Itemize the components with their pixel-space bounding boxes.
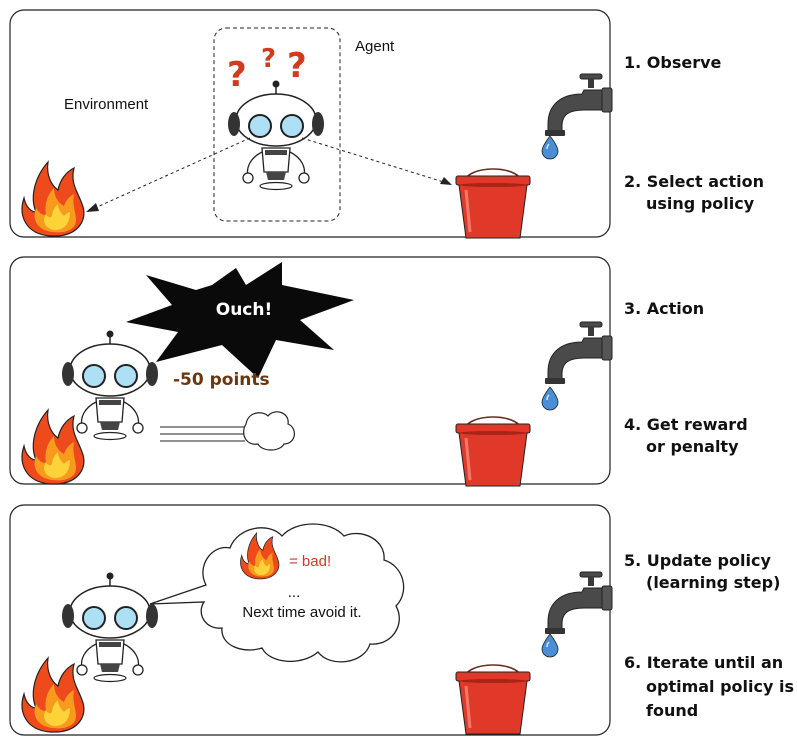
agent-boundary xyxy=(213,27,341,222)
panel-observe: Environment Agent ? ? ? xyxy=(9,9,613,240)
ouch-burst xyxy=(126,262,354,378)
panel-action: Ouch! -50 points xyxy=(9,256,613,488)
bucket-icon xyxy=(454,415,532,488)
step-6-end: found xyxy=(646,701,698,720)
bubble-bad-text: = bad! xyxy=(289,553,331,570)
question-mark: ? xyxy=(261,44,276,74)
bubble-next-text: Next time avoid it. xyxy=(242,604,361,621)
ouch-label: Ouch! xyxy=(216,300,273,320)
step-5-cont: (learning step) xyxy=(646,573,780,592)
environment-label: Environment xyxy=(64,96,149,113)
dust-cloud xyxy=(243,411,295,451)
step-4: 4. Get reward xyxy=(624,415,748,434)
panel-update: = bad! ... Next time avoid it. xyxy=(9,504,613,736)
step-1: 1. Observe xyxy=(624,53,722,72)
step-5: 5. Update policy xyxy=(624,551,771,570)
step-2-cont: using policy xyxy=(646,194,755,213)
observe-arrow-bucket xyxy=(301,137,451,185)
step-labels: 1. Observe 2. Select action using policy… xyxy=(624,53,794,720)
bucket-icon xyxy=(454,663,532,736)
thought-bubble xyxy=(149,523,405,663)
agent-label: Agent xyxy=(355,38,395,55)
bucket-icon xyxy=(454,167,532,240)
step-3: 3. Action xyxy=(624,299,704,318)
bubble-ellipsis: ... xyxy=(288,584,301,601)
motion-lines xyxy=(160,426,245,442)
step-6-cont: optimal policy is xyxy=(646,677,794,696)
penalty-label: -50 points xyxy=(173,370,270,390)
step-4-cont: or penalty xyxy=(646,437,739,456)
step-6: 6. Iterate until an xyxy=(624,653,783,672)
question-mark: ? xyxy=(287,46,307,86)
question-mark: ? xyxy=(227,55,247,95)
step-2: 2. Select action xyxy=(624,172,764,191)
